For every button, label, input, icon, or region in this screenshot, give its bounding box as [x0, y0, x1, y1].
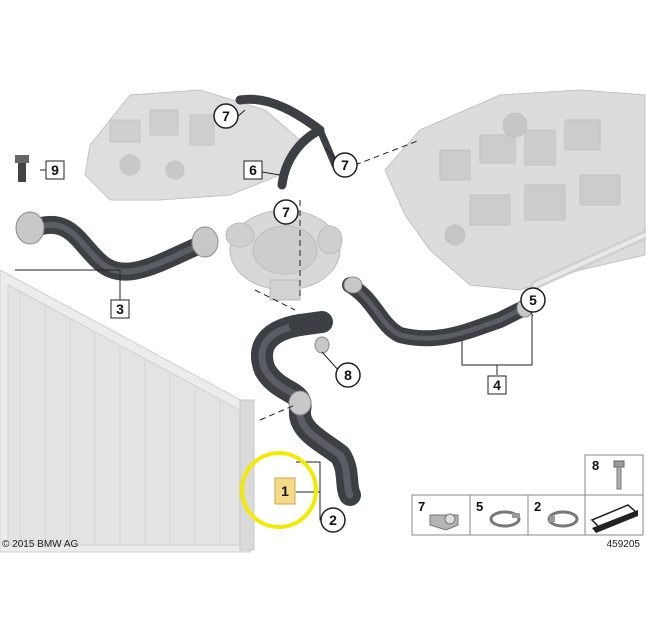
callout-8[interactable]: 8 [335, 362, 361, 388]
svg-text:6: 6 [249, 162, 257, 178]
legend-item-8[interactable]: 8 [592, 458, 625, 490]
svg-text:8: 8 [344, 367, 352, 383]
svg-text:2: 2 [534, 499, 541, 514]
screw-direction-icon [590, 504, 638, 533]
callout-7-right[interactable]: 7 [332, 152, 358, 178]
legend-item-7[interactable]: 7 [418, 499, 459, 531]
callout-1-highlight[interactable]: 1 [240, 451, 318, 529]
callout-4[interactable]: 4 [487, 375, 507, 395]
water-pump [225, 209, 343, 301]
svg-text:8: 8 [592, 458, 599, 473]
svg-text:5: 5 [529, 292, 537, 308]
svg-text:1: 1 [281, 483, 289, 499]
legend-item-2[interactable]: 2 [534, 499, 579, 528]
svg-text:7: 7 [222, 108, 230, 124]
svg-text:2: 2 [329, 512, 337, 528]
radiator [0, 269, 255, 553]
svg-text:7: 7 [341, 157, 349, 173]
svg-text:4: 4 [493, 377, 501, 393]
callout-5[interactable]: 5 [520, 287, 546, 313]
bolt-icon [613, 460, 625, 490]
svg-text:7: 7 [418, 499, 425, 514]
svg-text:5: 5 [476, 499, 483, 514]
hose-fittings [15, 155, 534, 416]
coolant-rail [530, 230, 646, 290]
callout-9[interactable]: 9 [45, 160, 65, 180]
callout-3[interactable]: 3 [110, 299, 130, 319]
callout-2[interactable]: 2 [320, 507, 346, 533]
copyright-text: © 2015 BMW AG [2, 539, 79, 550]
hose-clamp-icon [489, 510, 521, 528]
legend-item-5[interactable]: 5 [476, 499, 521, 528]
svg-text:3: 3 [116, 301, 124, 317]
diagram-number: 459205 [607, 539, 641, 550]
clip-icon [429, 513, 459, 531]
callout-6[interactable]: 6 [243, 160, 263, 180]
spring-clamp-icon [547, 510, 579, 528]
engine-block-right [384, 89, 646, 291]
svg-text:7: 7 [282, 204, 290, 220]
dashed-guides [254, 139, 421, 421]
engine-block-left [84, 89, 301, 201]
callout-7-top[interactable]: 7 [213, 103, 239, 129]
svg-text:9: 9 [51, 162, 59, 178]
callout-7-middle[interactable]: 7 [273, 199, 299, 225]
